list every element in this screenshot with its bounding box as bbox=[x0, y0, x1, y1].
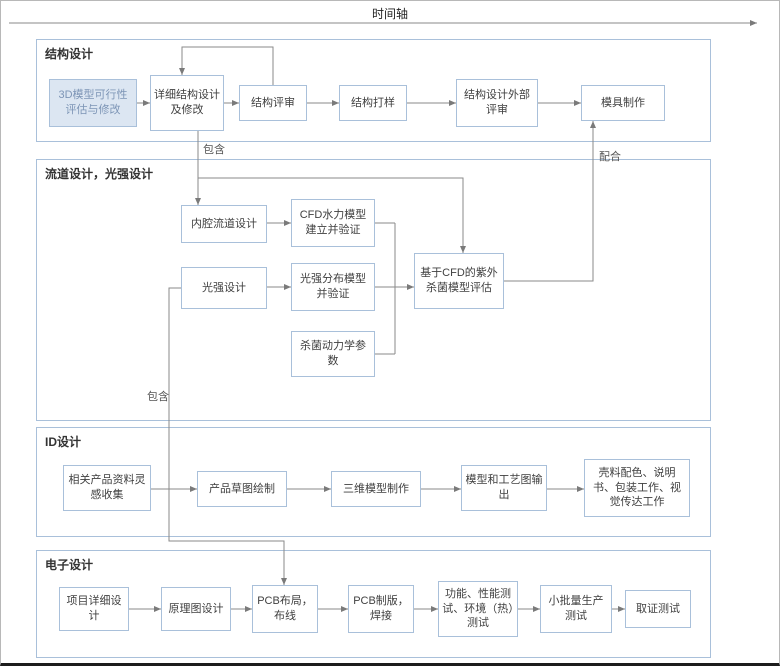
node-pilot-production-test: 小批量生产测试 bbox=[540, 585, 612, 633]
lane-structure-design: 结构设计 bbox=[36, 39, 711, 142]
node-structure-review: 结构评审 bbox=[239, 85, 307, 121]
node-structure-external-review: 结构设计外部评审 bbox=[456, 79, 538, 127]
node-project-detail-design: 项目详细设计 bbox=[59, 587, 129, 631]
lane-title-structure: 结构设计 bbox=[45, 47, 94, 61]
node-product-sketch: 产品草图绘制 bbox=[197, 471, 287, 507]
node-detailed-structure-design: 详细结构设计及修改 bbox=[150, 75, 224, 131]
edge-label-contains-top: 包含 bbox=[203, 144, 225, 156]
lane-title-electronics: 电子设计 bbox=[45, 558, 94, 572]
node-color-packaging-visual: 壳料配色、说明书、包装工作、视觉传达工作 bbox=[584, 459, 690, 517]
node-model-craft-output: 模型和工艺图输出 bbox=[461, 465, 547, 511]
node-sterilization-kinetics: 杀菌动力学参数 bbox=[291, 331, 375, 377]
lane-flow-light-design: 流道设计，光强设计 bbox=[36, 159, 711, 421]
edge-label-cooperate: 配合 bbox=[599, 151, 621, 163]
node-pcb-fabrication: PCB制版，焊接 bbox=[348, 585, 414, 633]
lane-title-flow-light: 流道设计，光强设计 bbox=[45, 167, 154, 181]
node-certification-test: 取证测试 bbox=[625, 590, 691, 628]
lane-title-id: ID设计 bbox=[45, 435, 82, 449]
lane-electronics-design: 电子设计 bbox=[36, 550, 711, 658]
lane-id-design: ID设计 bbox=[36, 427, 711, 537]
node-function-environment-test: 功能、性能测试、环境（热）测试 bbox=[438, 581, 518, 637]
node-3d-modeling: 三维模型制作 bbox=[331, 471, 421, 507]
timeline-label: 时间轴 bbox=[371, 7, 408, 21]
edge-label-contains-bottom: 包含 bbox=[147, 391, 169, 403]
node-mold-making: 模具制作 bbox=[581, 85, 665, 121]
node-schematic-design: 原理图设计 bbox=[161, 587, 231, 631]
node-cfd-uv-evaluation: 基于CFD的紫外杀菌模型评估 bbox=[414, 253, 504, 309]
node-light-distribution-model: 光强分布模型并验证 bbox=[291, 263, 375, 311]
node-flow-channel-design: 内腔流道设计 bbox=[181, 205, 267, 243]
node-cfd-hydraulic-model: CFD水力模型建立并验证 bbox=[291, 199, 375, 247]
node-light-intensity-design: 光强设计 bbox=[181, 267, 267, 309]
node-reference-collection: 相关产品资料灵感收集 bbox=[63, 465, 151, 511]
node-3d-feasibility: 3D模型可行性评估与修改 bbox=[49, 79, 137, 127]
node-structure-prototype: 结构打样 bbox=[339, 85, 407, 121]
node-pcb-layout: PCB布局，布线 bbox=[252, 585, 318, 633]
